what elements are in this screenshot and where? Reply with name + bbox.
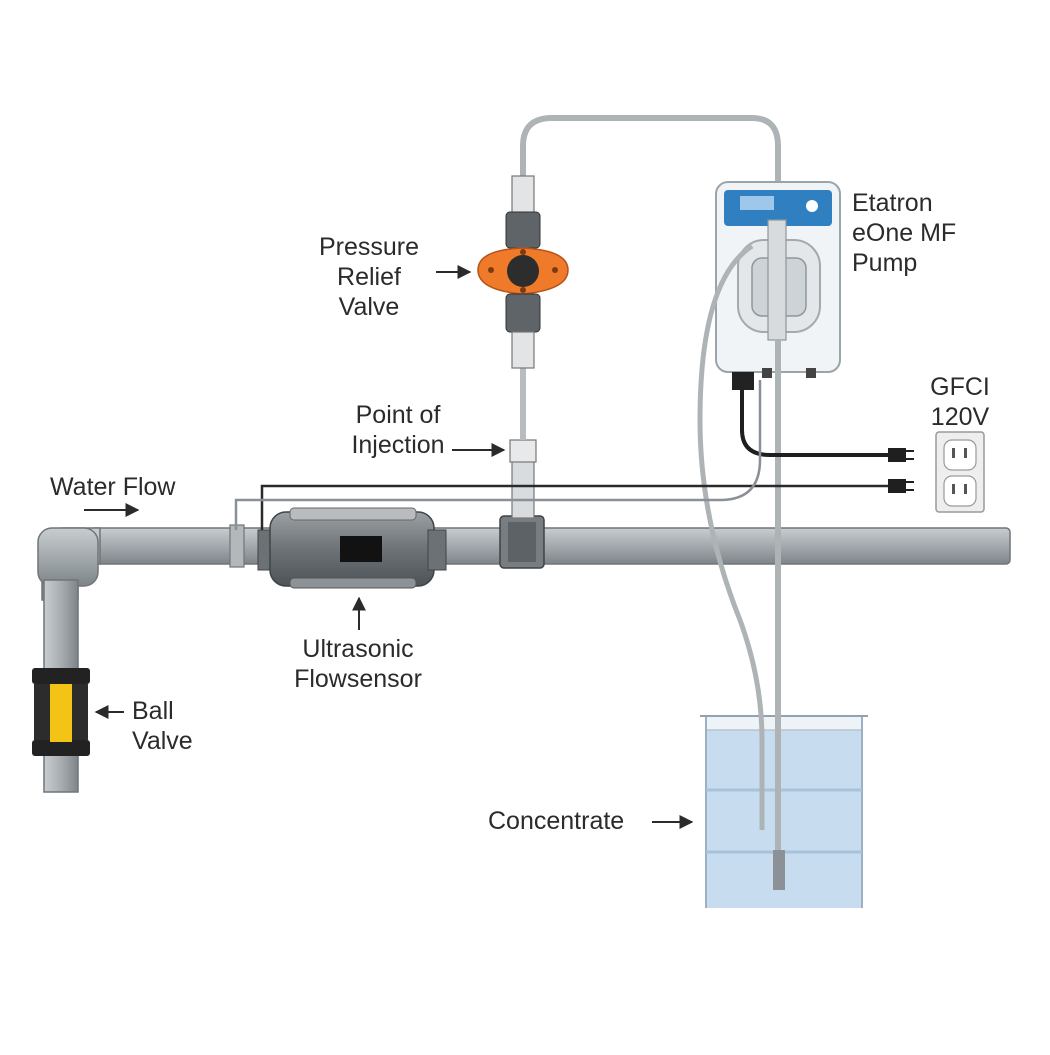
ball-valve bbox=[32, 668, 90, 756]
label-pump: Etatron eOne MF Pump bbox=[852, 189, 957, 277]
pressure-relief-valve-device bbox=[477, 175, 569, 369]
callout-arrows bbox=[84, 265, 694, 829]
ultrasonic-flowsensor-device bbox=[257, 507, 447, 589]
label-concentrate: Concentrate bbox=[488, 807, 625, 835]
label-point-of-injection: Point of Injection bbox=[351, 401, 445, 459]
pump-device bbox=[715, 181, 841, 390]
injection-fitting bbox=[499, 439, 545, 569]
label-pressure-relief-valve: Pressure Relief Valve bbox=[318, 233, 420, 321]
label-ultrasonic-flowsensor: Ultrasonic Flowsensor bbox=[294, 635, 422, 693]
label-gfci: GFCI 120V bbox=[930, 373, 990, 431]
label-ball-valve: Ball Valve bbox=[132, 697, 193, 755]
gfci-outlet bbox=[935, 431, 985, 513]
label-water-flow: Water Flow bbox=[50, 473, 176, 501]
